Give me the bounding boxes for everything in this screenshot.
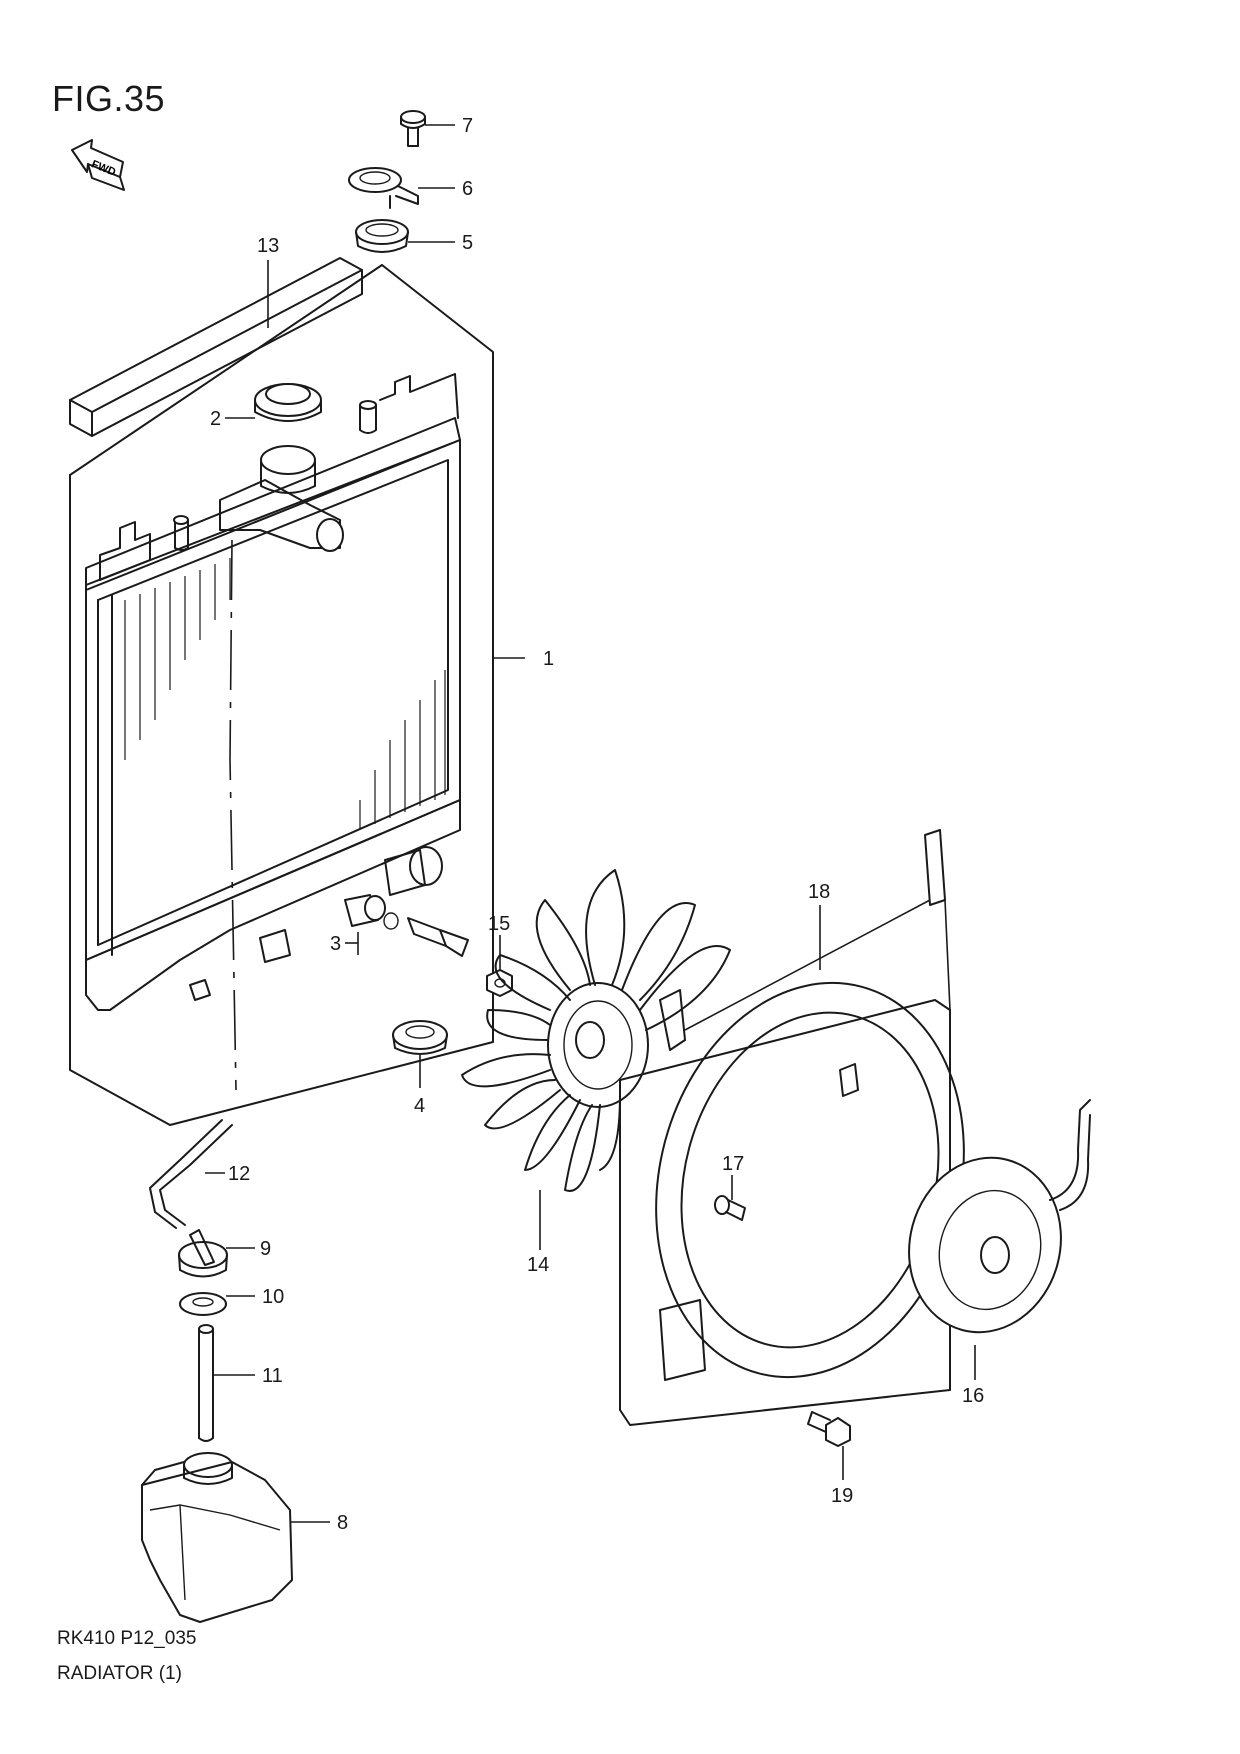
bolt-19 [807,1411,851,1447]
callout-10: 10 [262,1286,284,1308]
seal-strip [69,257,363,437]
callout-11: 11 [262,1365,283,1387]
callout-3: 3 [330,933,341,955]
callout-14: 14 [527,1254,549,1276]
screw-7 [400,110,426,147]
overflow-hose [149,1119,233,1229]
radiator-assembly [69,264,494,1126]
reservoir-cap [178,1229,228,1278]
callout-8: 8 [337,1512,348,1534]
callout-leaders [205,124,976,1523]
callout-13: 13 [257,235,279,257]
nut-15 [486,969,513,997]
reservoir-packing [179,1292,227,1316]
callout-17: 17 [722,1153,744,1175]
callout-19: 19 [831,1485,853,1507]
callout-2: 2 [210,408,221,430]
radiator-fins [124,558,446,830]
callout-7: 7 [462,115,473,137]
callout-1: 1 [543,648,554,670]
callout-6: 6 [462,178,473,200]
callout-12: 12 [228,1163,250,1185]
grommet-4 [392,1020,448,1055]
figure-title: FIG.35 [52,78,166,119]
screw-17 [714,1195,746,1221]
callout-numbers: 1 2 3 4 5 6 7 8 9 10 11 12 13 14 15 16 1… [210,115,984,1534]
callout-9: 9 [260,1238,271,1260]
reservoir-tank [141,1452,293,1623]
reservoir-tube [198,1324,214,1442]
model-code: RK410 P12_035 [57,1628,197,1649]
reservoir-cap-seal [355,219,409,253]
callout-5: 5 [462,232,473,254]
callout-4: 4 [414,1095,425,1117]
drain-plug [383,912,469,957]
callout-15: 15 [488,913,510,935]
diagram-caption: RADIATOR (1) [57,1663,182,1684]
radiator-cap [254,383,322,422]
fwd-arrow-icon: FWD [71,139,125,191]
fan-motor [908,1099,1091,1334]
callout-16: 16 [962,1385,984,1407]
fan-blade [461,869,731,1192]
fan-shroud [619,829,965,1426]
holder-bracket [348,167,419,209]
callout-18: 18 [808,881,830,903]
